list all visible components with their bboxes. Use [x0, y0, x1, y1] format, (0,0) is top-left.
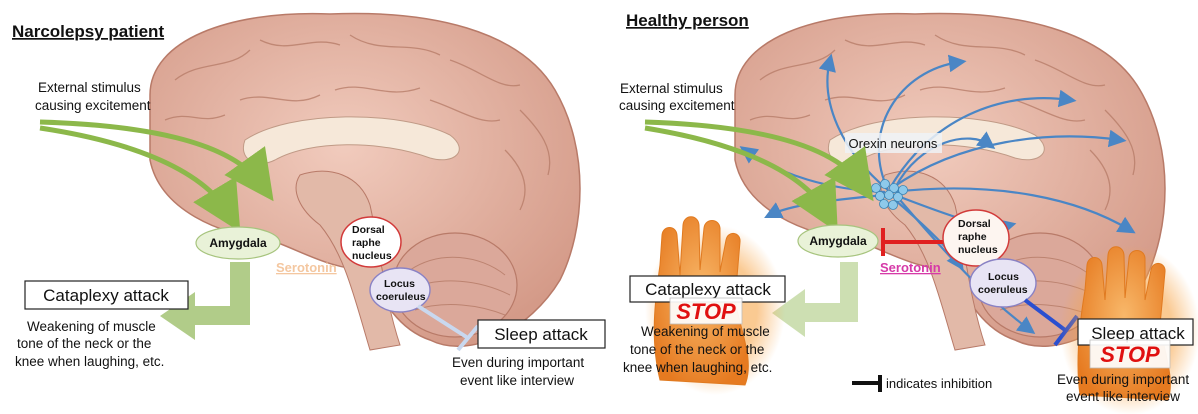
left-stimulus-line1: External stimulus: [38, 80, 141, 95]
left-serotonin-label: Serotonin: [276, 260, 337, 275]
left-cataplexy-line3: knee when laughing, etc.: [15, 354, 164, 369]
right-dorsal-line3: nucleus: [958, 244, 998, 256]
right-amygdala-node: Amygdala: [798, 225, 878, 257]
left-panel-title: Narcolepsy patient: [12, 22, 164, 41]
left-dorsal-raphe-node: Dorsal raphe nucleus: [341, 217, 401, 267]
right-cataplexy-line3: knee when laughing, etc.: [623, 360, 772, 375]
left-dorsal-line3: nucleus: [352, 250, 392, 262]
left-locus-line1: Locus: [384, 278, 415, 290]
left-cataplexy-line1: Weakening of muscle: [27, 319, 156, 334]
left-locus-coeruleus-node: Locus coeruleus: [370, 268, 430, 312]
right-locus-line1: Locus: [988, 271, 1019, 283]
right-dorsal-line2: raphe: [958, 231, 987, 243]
left-stimulus-line2: causing excitement: [35, 98, 151, 113]
right-panel-title: Healthy person: [626, 11, 749, 30]
left-cataplexy-box: Cataplexy attack: [25, 281, 188, 309]
left-cataplexy-title: Cataplexy attack: [43, 286, 169, 305]
inhibition-legend-text: indicates inhibition: [886, 376, 992, 391]
left-amygdala-label: Amygdala: [209, 236, 267, 250]
right-stimulus-line1: External stimulus: [620, 81, 723, 96]
left-sleep-attack-box: Sleep attack: [478, 320, 605, 348]
left-amygdala-node: Amygdala: [196, 227, 280, 259]
left-sleep-line2: event like interview: [460, 373, 574, 388]
right-stop-text-sleep: STOP: [1100, 342, 1160, 367]
right-panel: Healthy person: [619, 11, 1198, 414]
left-panel: Narcolepsy patient: [12, 14, 605, 388]
right-stop-badge-sleep: STOP: [1090, 340, 1170, 368]
right-amygdala-label: Amygdala: [809, 234, 867, 248]
right-locus-line2: coeruleus: [978, 284, 1028, 296]
left-dorsal-line2: raphe: [352, 237, 381, 249]
left-dorsal-line1: Dorsal: [352, 224, 385, 236]
left-cataplexy-line2: tone of the neck or the: [17, 336, 151, 351]
right-dorsal-raphe-node: Dorsal raphe nucleus: [943, 210, 1009, 266]
right-stimulus-line2: causing excitement: [619, 98, 735, 113]
left-sleep-line1: Even during important: [452, 355, 584, 370]
right-sleep-line1: Even during important: [1057, 372, 1189, 387]
right-stop-badge-cataplexy: STOP: [670, 298, 742, 324]
right-cataplexy-line2: tone of the neck or the: [630, 342, 764, 357]
right-stop-text-cataplexy: STOP: [676, 299, 736, 324]
right-sleep-line2: event like interview: [1066, 389, 1180, 404]
right-serotonin-label: Serotonin: [880, 260, 941, 275]
right-cataplexy-line1: Weakening of muscle: [641, 324, 770, 339]
right-cataplexy-title: Cataplexy attack: [645, 280, 771, 299]
right-orexin-label: Orexin neurons: [849, 136, 938, 151]
left-sleep-title: Sleep attack: [494, 325, 588, 344]
left-brain-illustration: [150, 14, 580, 350]
left-locus-line2: coeruleus: [376, 291, 426, 303]
inhibition-legend: indicates inhibition: [852, 375, 992, 392]
right-dorsal-line1: Dorsal: [958, 218, 991, 230]
